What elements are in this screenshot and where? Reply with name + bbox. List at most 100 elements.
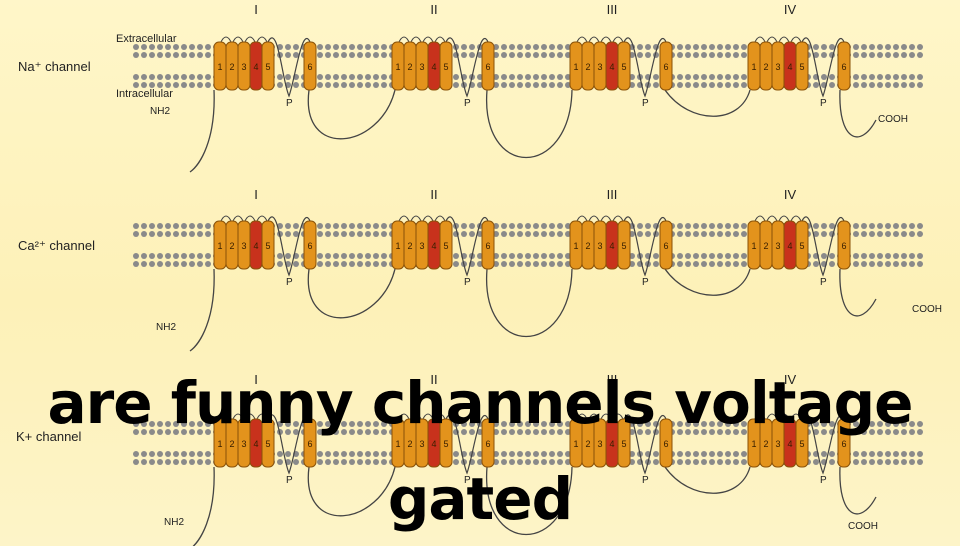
membrane-lipid bbox=[341, 82, 347, 88]
membrane-lipid bbox=[525, 82, 531, 88]
membrane-lipid bbox=[821, 429, 827, 435]
membrane-lipid bbox=[205, 459, 211, 465]
membrane-lipid bbox=[525, 253, 531, 259]
membrane-lipid bbox=[685, 451, 691, 457]
membrane-lipid bbox=[381, 74, 387, 80]
membrane-lipid bbox=[325, 44, 331, 50]
membrane-lipid bbox=[373, 429, 379, 435]
membrane-lipid bbox=[293, 429, 299, 435]
membrane-lipid bbox=[653, 451, 659, 457]
membrane-lipid bbox=[645, 429, 651, 435]
membrane-lipid bbox=[709, 44, 715, 50]
membrane-lipid bbox=[829, 261, 835, 267]
membrane-lipid bbox=[677, 421, 683, 427]
membrane-lipid bbox=[285, 74, 291, 80]
membrane-lipid bbox=[885, 44, 891, 50]
membrane-lipid bbox=[453, 74, 459, 80]
membrane-lipid bbox=[813, 44, 819, 50]
membrane-lipid bbox=[181, 429, 187, 435]
membrane-lipid bbox=[373, 421, 379, 427]
membrane-lipid bbox=[165, 253, 171, 259]
membrane-lipid bbox=[741, 44, 747, 50]
membrane-lipid bbox=[733, 429, 739, 435]
membrane-lipid bbox=[693, 52, 699, 58]
membrane-lipid bbox=[173, 74, 179, 80]
transmembrane-helix bbox=[795, 418, 809, 468]
membrane-lipid bbox=[325, 421, 331, 427]
membrane-lipid bbox=[637, 429, 643, 435]
membrane-lipid bbox=[277, 421, 283, 427]
membrane-lipid bbox=[197, 223, 203, 229]
membrane-lipid bbox=[893, 44, 899, 50]
membrane-lipid bbox=[549, 459, 555, 465]
membrane-lipid bbox=[325, 74, 331, 80]
membrane-lipid bbox=[181, 223, 187, 229]
pore-loop bbox=[267, 216, 311, 277]
membrane-lipid bbox=[853, 253, 859, 259]
membrane-lipid bbox=[149, 261, 155, 267]
membrane-lipid bbox=[181, 74, 187, 80]
membrane-lipid bbox=[381, 223, 387, 229]
helix-number: 5 bbox=[443, 62, 448, 72]
membrane-lipid bbox=[357, 253, 363, 259]
helix-number: 3 bbox=[241, 241, 246, 251]
membrane-lipid bbox=[869, 451, 875, 457]
pore-loop bbox=[623, 37, 667, 98]
transmembrane-helix bbox=[303, 418, 317, 468]
membrane-lipid bbox=[525, 231, 531, 237]
membrane-lipid bbox=[333, 74, 339, 80]
membrane-lipid bbox=[509, 231, 515, 237]
membrane-lipid bbox=[541, 231, 547, 237]
membrane-lipid bbox=[317, 429, 323, 435]
membrane-lipid bbox=[349, 44, 355, 50]
membrane-lipid bbox=[549, 429, 555, 435]
pore-loop bbox=[623, 216, 667, 277]
membrane-lipid bbox=[333, 253, 339, 259]
membrane-lipid bbox=[541, 421, 547, 427]
membrane-lipid bbox=[517, 253, 523, 259]
helix-number: 6 bbox=[841, 241, 846, 251]
membrane-lipid bbox=[701, 52, 707, 58]
membrane-lipid bbox=[197, 261, 203, 267]
membrane-lipid bbox=[333, 261, 339, 267]
membrane-lipid bbox=[189, 451, 195, 457]
domain-numeral: III bbox=[607, 372, 618, 387]
membrane-lipid bbox=[813, 421, 819, 427]
membrane-lipid bbox=[725, 429, 731, 435]
membrane-lipid bbox=[453, 82, 459, 88]
membrane-lipid bbox=[189, 253, 195, 259]
nh2-label: NH2 bbox=[156, 322, 176, 333]
helix-number: 3 bbox=[419, 241, 424, 251]
membrane-lipid bbox=[821, 253, 827, 259]
membrane-lipid bbox=[701, 44, 707, 50]
membrane-lipid bbox=[869, 52, 875, 58]
membrane-lipid bbox=[333, 44, 339, 50]
membrane-lipid bbox=[893, 74, 899, 80]
membrane-lipid bbox=[677, 44, 683, 50]
c-terminus-tail bbox=[839, 268, 877, 317]
membrane-lipid bbox=[205, 44, 211, 50]
membrane-lipid bbox=[853, 74, 859, 80]
membrane-lipid bbox=[877, 253, 883, 259]
membrane-lipid bbox=[709, 82, 715, 88]
membrane-lipid bbox=[861, 44, 867, 50]
membrane-lipid bbox=[901, 459, 907, 465]
membrane-lipid bbox=[517, 421, 523, 427]
membrane-lipid bbox=[197, 429, 203, 435]
membrane-lipid bbox=[181, 261, 187, 267]
membrane-lipid bbox=[701, 421, 707, 427]
membrane-lipid bbox=[525, 451, 531, 457]
membrane-lipid bbox=[469, 231, 475, 237]
membrane-lipid bbox=[533, 74, 539, 80]
membrane-lipid bbox=[325, 261, 331, 267]
membrane-lipid bbox=[317, 261, 323, 267]
membrane-lipid bbox=[637, 44, 643, 50]
membrane-lipid bbox=[645, 421, 651, 427]
membrane-lipid bbox=[685, 231, 691, 237]
membrane-lipid bbox=[909, 261, 915, 267]
membrane-lipid bbox=[541, 261, 547, 267]
membrane-lipid bbox=[517, 74, 523, 80]
membrane-lipid bbox=[189, 261, 195, 267]
membrane-lipid bbox=[877, 52, 883, 58]
helix-number: 6 bbox=[841, 62, 846, 72]
